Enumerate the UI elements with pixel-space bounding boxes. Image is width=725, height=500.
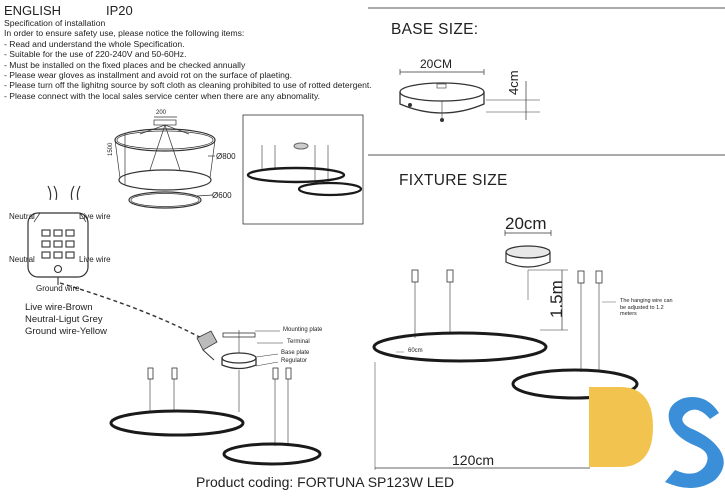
hanging-wire-note: The hanging wire can be adjusted to 1.2 … [620,298,673,317]
mounting-plate-label: Mounting plate [283,327,323,333]
language-label: ENGLISH [4,3,62,18]
spec-item: - Please connect with the local sales se… [4,90,321,101]
spec-item: - Read and understand the whole Specific… [4,38,185,49]
spec-item: - Please turn off the lighitng source by… [4,80,372,91]
small-ring-dimension: 60cm [408,348,423,354]
wire-color-legend: Live wire-Brown Neutral-Ligut Grey Groun… [25,302,108,337]
base-width: 20CM [420,57,453,71]
live-top-label: Live wire [79,212,111,221]
ip-rating: IP20 [106,3,133,18]
neutral-bottom-label: Neutral [9,255,35,264]
base-plate-label: Base plate [281,350,310,356]
photo-frame [242,114,364,225]
thumb-d2: Ø600 [212,191,232,200]
spec-intro: In order to ensure safety use, please no… [4,28,245,39]
fixture-size-title: FIXTURE SIZE [399,172,508,189]
thumb-d1: Ø800 [216,152,236,161]
terminal-label: Terminal [287,339,310,345]
spec-block: Specification of installation In order t… [4,18,372,101]
base-drawing [399,69,540,122]
canopy-dimension: 20cm [505,214,547,233]
thumbnail-dimension-drawing [114,116,216,209]
regulator-label: Regulator [281,358,308,364]
base-size-title: BASE SIZE: [391,21,479,38]
drop-dimension: 1.5m [547,280,566,318]
fixture-drawing [372,230,639,470]
thumb-width: 200 [156,110,167,116]
spec-title: Specification of installation [4,18,106,28]
spec-item: - Must be installed on the fixed places … [4,59,246,70]
ground-label: Ground wire [36,284,80,293]
live-bottom-label: Live wire [79,255,111,264]
photo-drawing [246,142,363,197]
neutral-top-label: Neutral [9,212,35,221]
base-height: 4cm [506,70,521,95]
mount-assembly [109,330,322,466]
wiring-diagram [27,185,206,341]
brand-logo [589,387,724,489]
product-coding: Product coding: FORTUNA SP123W LED [196,474,455,490]
spec-item: - Please wear gloves as installment and … [4,70,293,81]
large-ring-dimension: 120cm [452,452,495,468]
spec-item: - Suitable for the use of 220-240V and 5… [4,49,187,60]
thumb-height: 1500 [108,142,114,156]
